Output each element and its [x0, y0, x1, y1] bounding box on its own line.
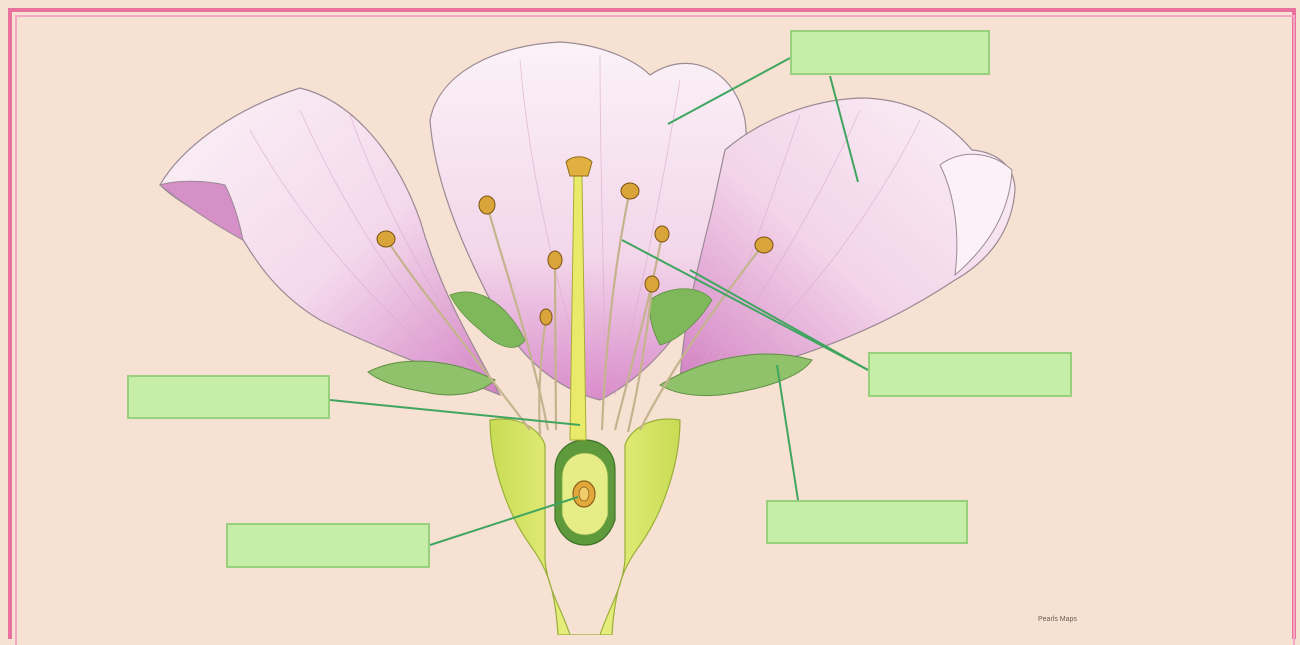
anther — [755, 237, 773, 253]
anther — [377, 231, 395, 247]
label-box-anther[interactable] — [868, 352, 1072, 397]
label-box-ovule[interactable] — [226, 523, 430, 568]
anther — [655, 226, 669, 242]
label-box-sepal[interactable] — [766, 500, 968, 544]
anther — [621, 183, 639, 199]
label-box-petal[interactable] — [790, 30, 990, 75]
image-credit: Pearls Maps — [1038, 616, 1077, 623]
anther — [548, 251, 562, 269]
leader-line-sepal — [777, 365, 798, 500]
anther — [645, 276, 659, 292]
label-box-style[interactable] — [127, 375, 330, 419]
ovule — [573, 481, 595, 507]
anther — [540, 309, 552, 325]
stigma — [566, 157, 592, 176]
anther — [479, 196, 495, 214]
